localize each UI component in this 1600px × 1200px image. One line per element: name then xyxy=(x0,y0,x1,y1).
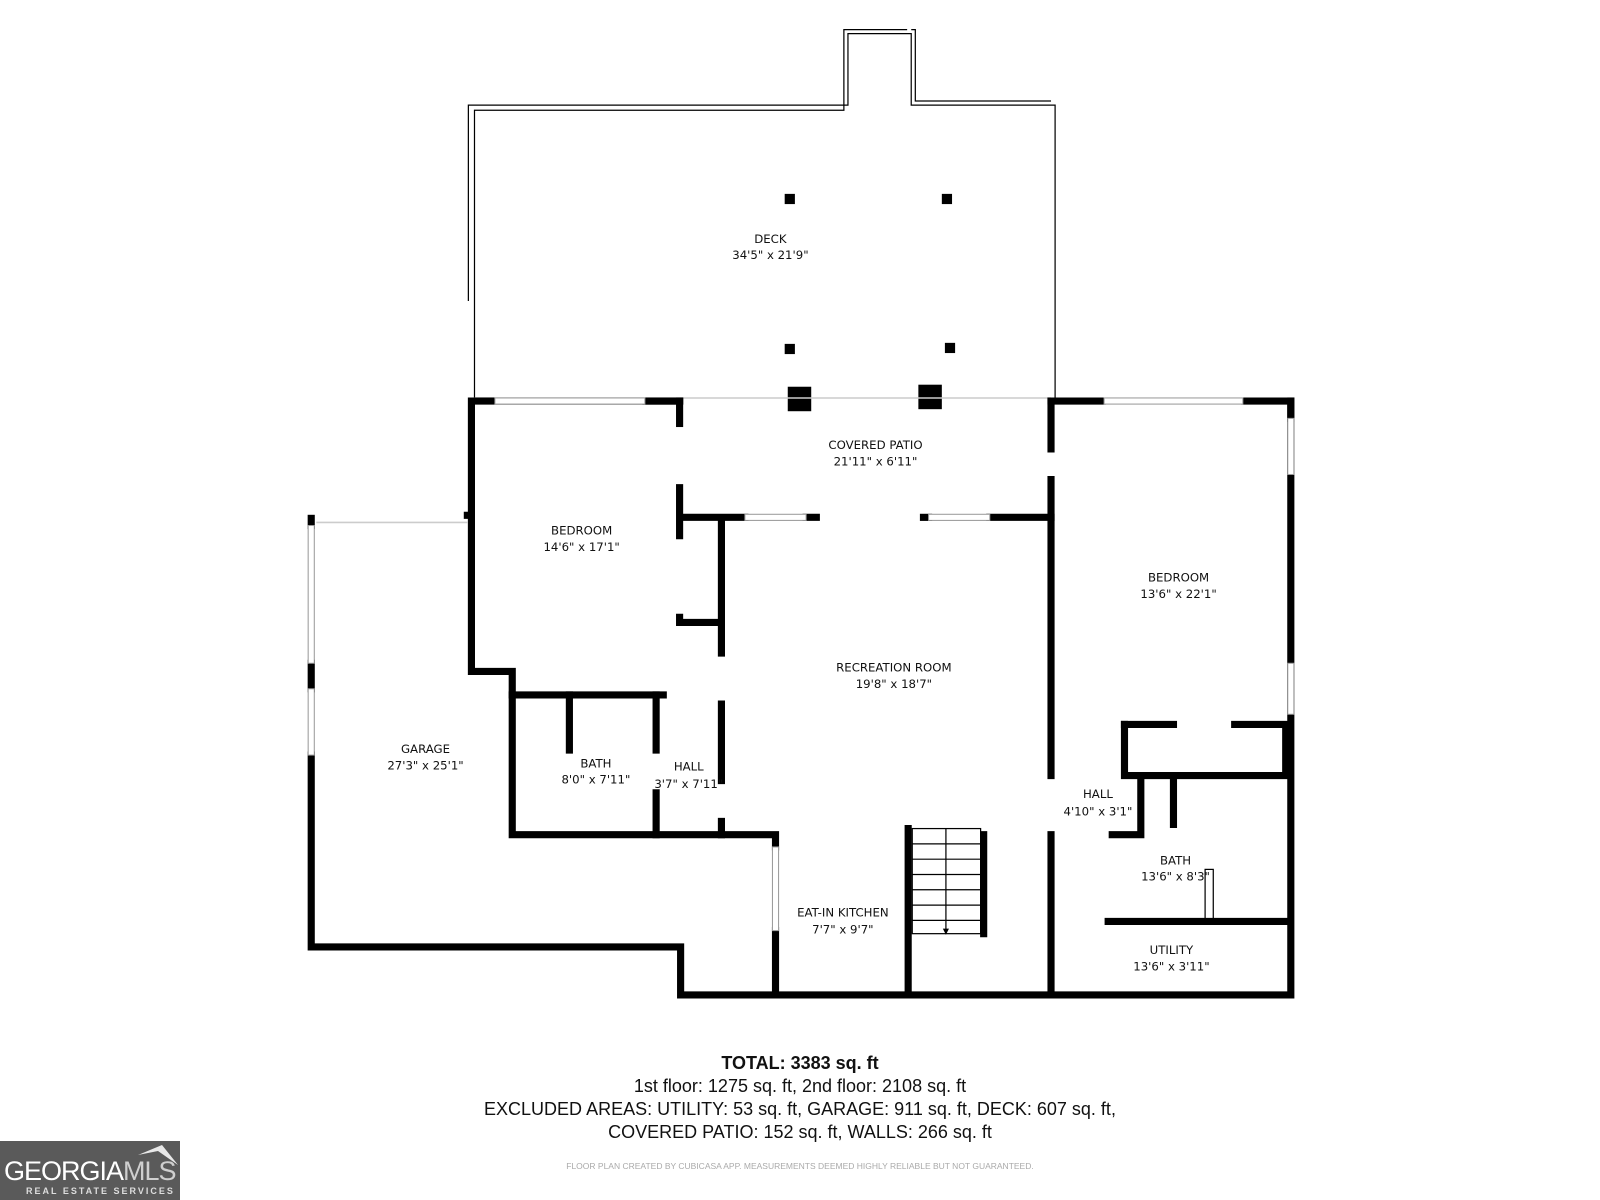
deck-post xyxy=(784,343,795,355)
room-utility: UTILITY 13'6" x 3'11" xyxy=(1133,943,1209,973)
room-bedroom-right: BEDROOM 13'6" x 22'1" xyxy=(1140,571,1216,601)
svg-text:DECK: DECK xyxy=(754,232,787,246)
room-garage: GARAGE 27'3" x 25'1" xyxy=(387,742,463,772)
svg-text:4'10" x 3'1": 4'10" x 3'1" xyxy=(1064,804,1133,818)
excluded-areas-line-2: COVERED PATIO: 152 sq. ft, WALLS: 266 sq… xyxy=(608,1122,992,1142)
svg-text:BEDROOM: BEDROOM xyxy=(1148,571,1209,585)
georgia-mls-logo: GEORGIAMLS REAL ESTATE SERVICES xyxy=(0,1141,180,1200)
disclaimer: FLOOR PLAN CREATED BY CUBICASA APP. MEAS… xyxy=(566,1161,1034,1171)
svg-text:13'6" x 22'1": 13'6" x 22'1" xyxy=(1140,587,1216,601)
svg-text:8'0" x 7'11": 8'0" x 7'11" xyxy=(561,773,630,787)
deck-outline xyxy=(467,28,1056,412)
deck-post xyxy=(944,342,956,354)
room-eat-in-kitchen: EAT-IN KITCHEN 7'7" x 9'7" xyxy=(797,905,889,936)
logo-wordmark: GEORGIAMLS xyxy=(4,1156,177,1186)
logo-tagline: REAL ESTATE SERVICES xyxy=(26,1186,175,1196)
staircase xyxy=(911,827,1214,935)
svg-text:BEDROOM: BEDROOM xyxy=(551,524,612,538)
svg-text:COVERED PATIO: COVERED PATIO xyxy=(828,438,922,452)
patio-column xyxy=(918,384,942,410)
deck-post xyxy=(941,193,953,205)
svg-text:13'6" x 8'3": 13'6" x 8'3" xyxy=(1141,870,1210,884)
svg-text:GARAGE: GARAGE xyxy=(401,742,450,756)
svg-text:3'7" x 7'11": 3'7" x 7'11" xyxy=(654,777,723,791)
svg-text:BATH: BATH xyxy=(1160,853,1191,867)
room-deck: DECK 34'5" x 21'9" xyxy=(732,232,808,262)
svg-text:19'8" x 18'7": 19'8" x 18'7" xyxy=(856,677,932,691)
room-hall-left: HALL 3'7" x 7'11" xyxy=(654,759,723,790)
walls xyxy=(307,397,1295,999)
svg-text:34'5" x 21'9": 34'5" x 21'9" xyxy=(732,248,808,262)
room-covered-patio: COVERED PATIO 21'11" x 6'11" xyxy=(828,438,922,468)
room-bath-left: BATH 8'0" x 7'11" xyxy=(561,756,630,786)
total-area: TOTAL: 3383 sq. ft xyxy=(721,1053,879,1073)
patio-column xyxy=(787,386,812,412)
svg-text:21'11" x 6'11": 21'11" x 6'11" xyxy=(834,454,918,468)
room-hall-right: HALL 4'10" x 3'1" xyxy=(1064,787,1133,818)
stair-arrow-icon xyxy=(942,928,949,935)
svg-text:14'6" x 17'1": 14'6" x 17'1" xyxy=(543,540,619,554)
deck-post xyxy=(784,193,795,205)
room-recreation: RECREATION ROOM 19'8" x 18'7" xyxy=(836,660,951,690)
floor-areas: 1st floor: 1275 sq. ft, 2nd floor: 2108 … xyxy=(633,1076,967,1096)
room-bath-right: BATH 13'6" x 8'3" xyxy=(1141,853,1210,883)
svg-text:7'7" x 9'7": 7'7" x 9'7" xyxy=(812,923,873,937)
svg-text:RECREATION ROOM: RECREATION ROOM xyxy=(836,660,951,674)
windows xyxy=(307,397,1295,932)
roof-icon xyxy=(138,1145,178,1165)
svg-text:EAT-IN KITCHEN: EAT-IN KITCHEN xyxy=(797,905,889,919)
excluded-areas-line-1: EXCLUDED AREAS: UTILITY: 53 sq. ft, GARA… xyxy=(484,1099,1116,1119)
svg-text:BATH: BATH xyxy=(580,756,611,770)
svg-text:UTILITY: UTILITY xyxy=(1150,943,1194,957)
svg-text:HALL: HALL xyxy=(1083,787,1113,801)
svg-text:HALL: HALL xyxy=(674,759,704,773)
svg-text:27'3" x 25'1": 27'3" x 25'1" xyxy=(387,758,463,772)
svg-text:13'6" x 3'11": 13'6" x 3'11" xyxy=(1133,959,1209,973)
room-bedroom-left: BEDROOM 14'6" x 17'1" xyxy=(543,524,619,554)
